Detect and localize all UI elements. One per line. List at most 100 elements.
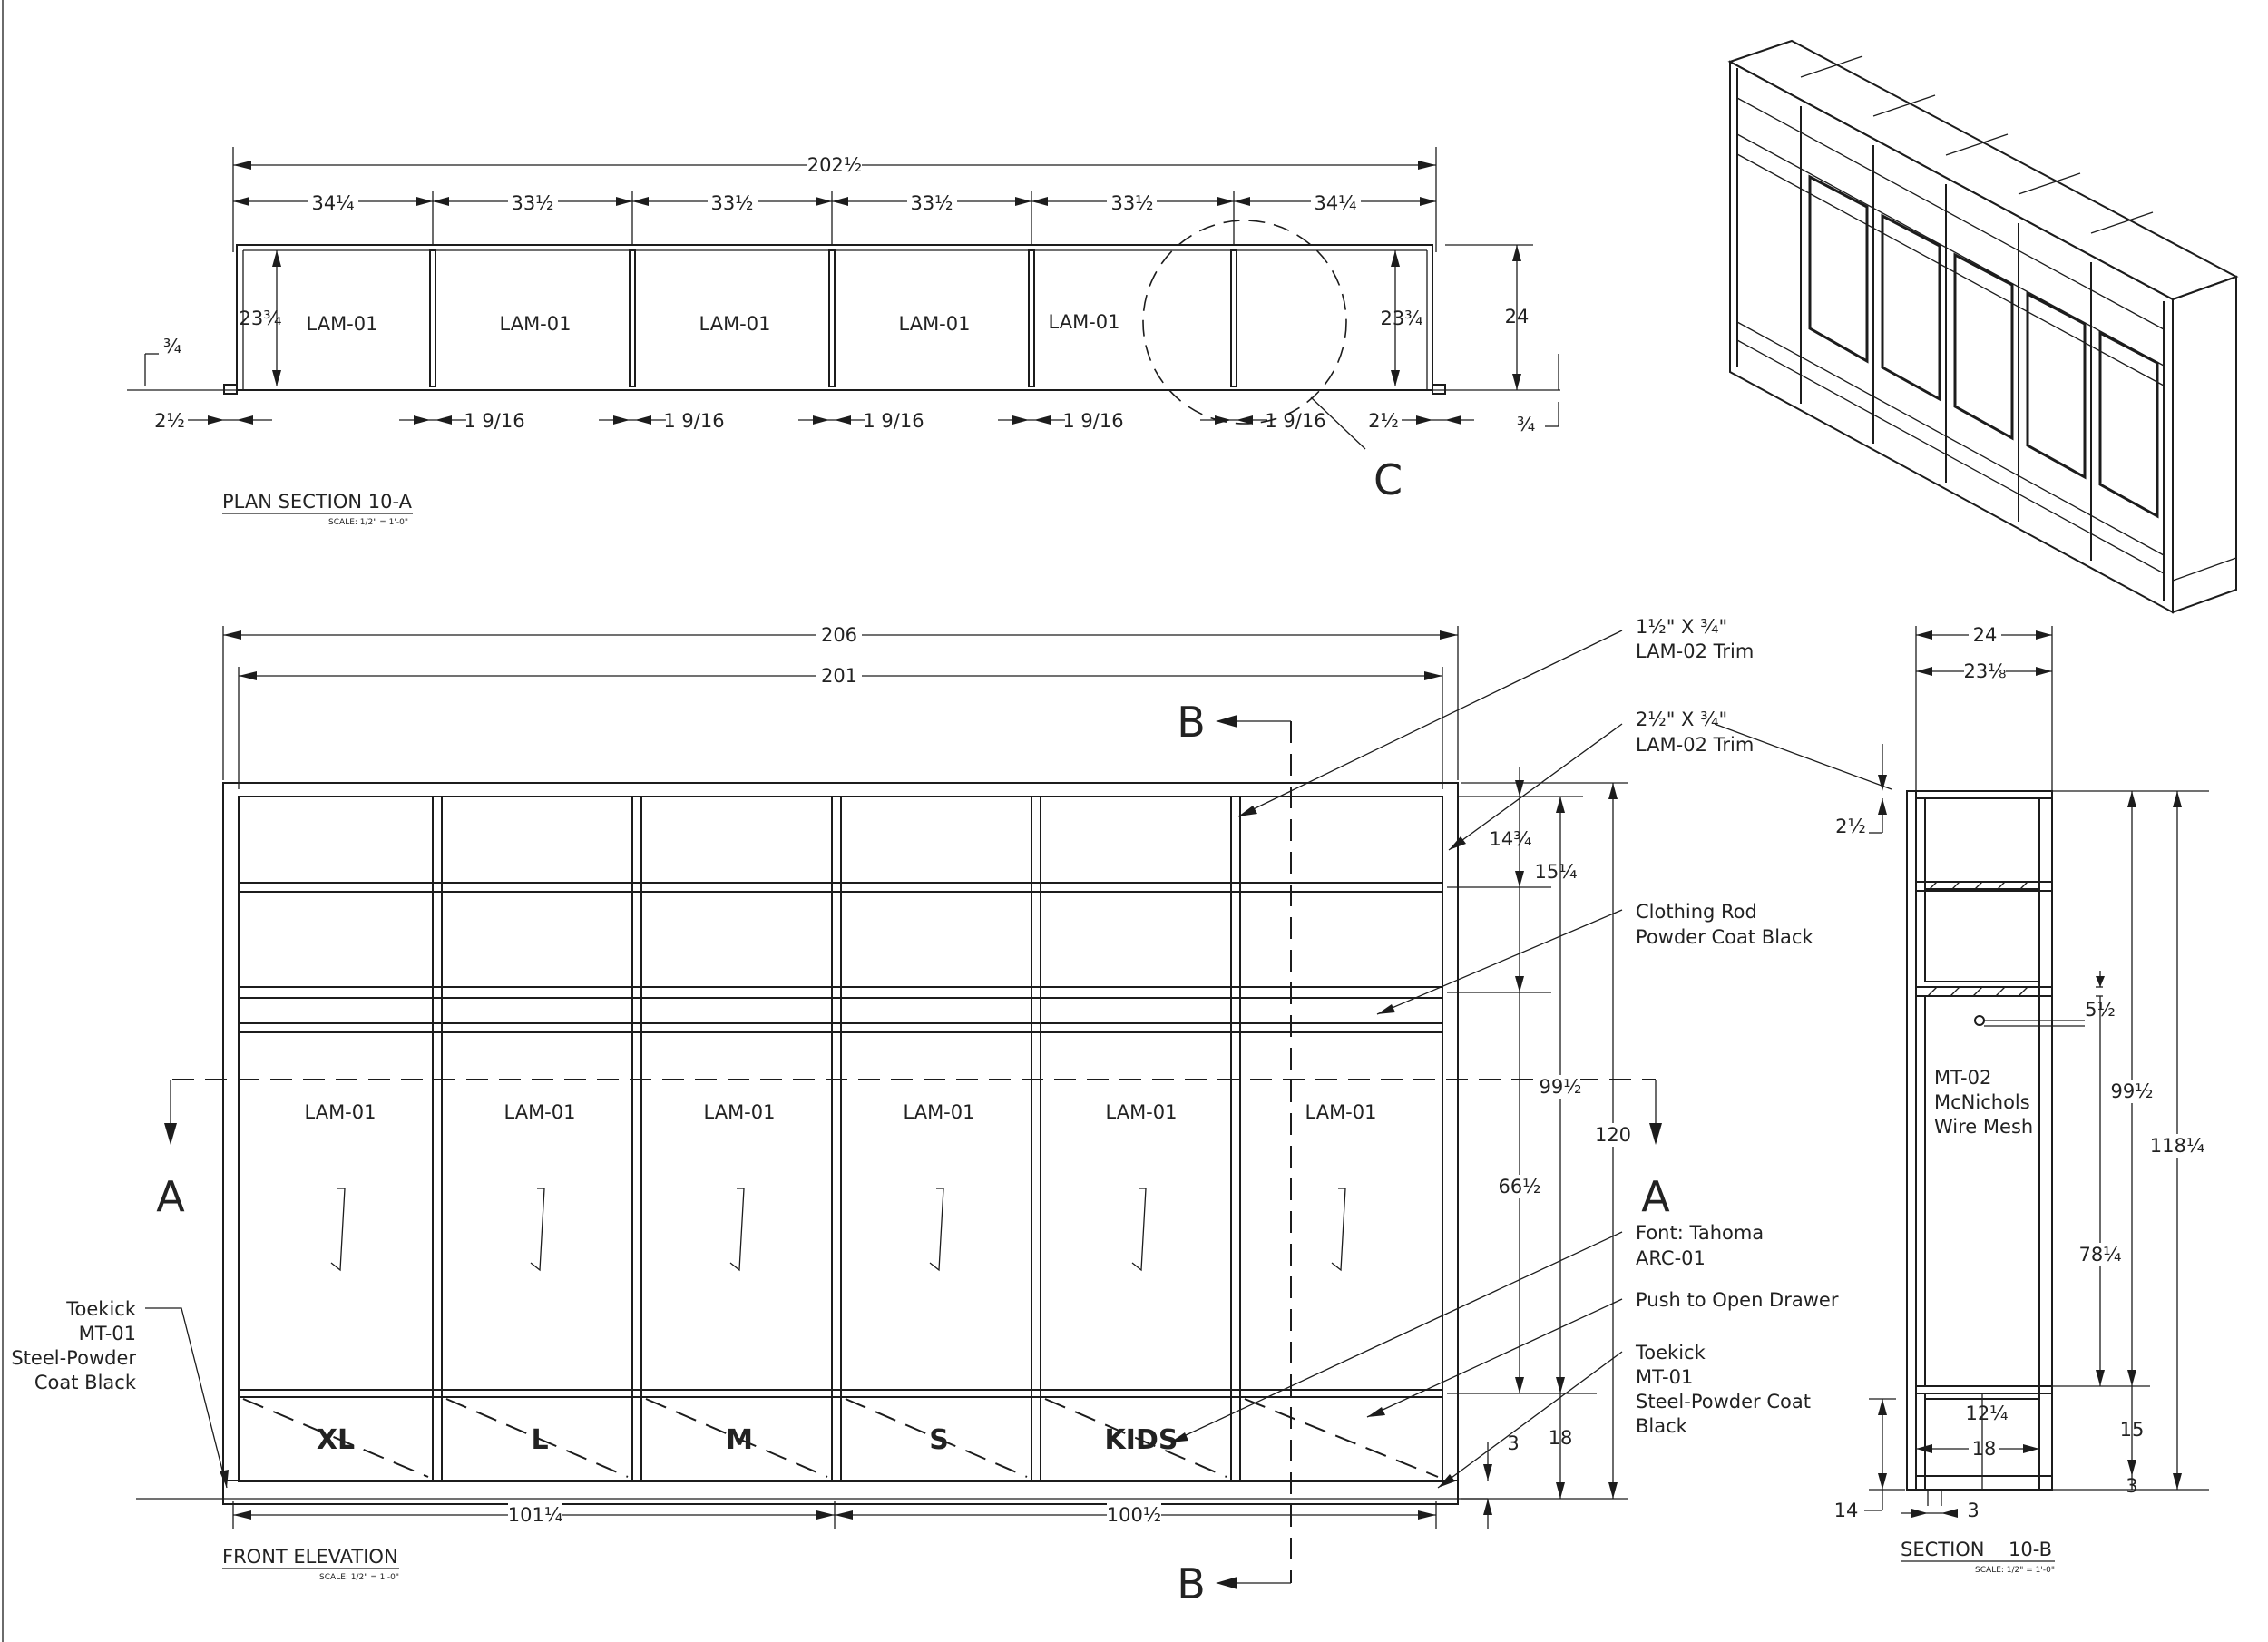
- plan-bay-label: LAM-01: [899, 313, 971, 335]
- drawer-label: L: [531, 1424, 548, 1456]
- plan-bay-label: LAM-01: [1049, 311, 1120, 333]
- sec-toe-h: 14: [1834, 1500, 1859, 1521]
- note-trim2-mat: LAM-02 Trim: [1636, 734, 1754, 756]
- dim-door-h: 66½: [1498, 1176, 1540, 1197]
- clothing-rod-circle: [1974, 1015, 1985, 1026]
- note-trim2-size: 2½" X ¾": [1636, 709, 1727, 730]
- note-toe-left: Coat Black: [34, 1372, 137, 1393]
- section-b-bottom: B: [1177, 1559, 1206, 1608]
- door-label: LAM-01: [1305, 1101, 1377, 1123]
- notes: 1½" X ¾" LAM-02 Trim 2½" X ¾" LAM-02 Tri…: [11, 616, 1892, 1489]
- plan-depth-left: 23¾: [239, 308, 281, 329]
- sec-drawer-h: 15: [2120, 1419, 2145, 1441]
- plan-panel-thk: 1 9/16: [1062, 410, 1123, 432]
- note-toe-right: Black: [1636, 1415, 1688, 1437]
- sec-width-inner: 23⅛: [1963, 660, 2006, 682]
- plan-title: PLAN SECTION 10-A: [222, 491, 413, 513]
- sec-title: SECTION: [1901, 1539, 1985, 1560]
- sec-mesh: MT-02: [1934, 1067, 1991, 1089]
- drawer-label: M: [726, 1424, 753, 1456]
- sec-toe-depth: 3: [1967, 1500, 1979, 1521]
- plan-trim-right: ¾: [1517, 414, 1535, 435]
- plan-depth-total: 24: [1505, 306, 1530, 327]
- drawer-diagonals: [242, 1398, 1439, 1478]
- sec-mesh: McNichols: [1934, 1091, 2030, 1113]
- dim-bottom-left: 101¼: [508, 1504, 562, 1526]
- plan-depth-right: 23¾: [1380, 308, 1422, 329]
- sec-mesh: Wire Mesh: [1934, 1116, 2033, 1138]
- door-label: LAM-01: [704, 1101, 776, 1123]
- plan-bay-dim: 34¼: [311, 192, 354, 214]
- sec-drawer-depth: 12¼: [1965, 1403, 2008, 1424]
- plan-trim-left: ¾: [163, 336, 181, 357]
- door-label: LAM-01: [305, 1101, 376, 1123]
- elev-overall-dim: 206: [821, 624, 857, 646]
- plan-bay-dim: 33½: [511, 192, 553, 214]
- plan-bay-label: LAM-01: [500, 313, 572, 335]
- dim-shelf2: 15¼: [1534, 861, 1577, 883]
- sec-title-num: 10-B: [2009, 1539, 2052, 1560]
- plan-panel-thk: 1 9/16: [464, 410, 524, 432]
- elev-title: FRONT ELEVATION: [222, 1546, 398, 1568]
- dim-total-h: 120: [1595, 1124, 1631, 1146]
- drawer-label: KIDS: [1105, 1424, 1178, 1456]
- elev-scale: SCALE: 1/2" = 1'-0": [319, 1573, 399, 1582]
- sec-total-h: 118¼: [2150, 1135, 2204, 1157]
- plan-partitions: [429, 249, 1237, 387]
- note-font: Font: Tahoma: [1636, 1222, 1764, 1244]
- plan-bay-dim: 33½: [1110, 192, 1153, 214]
- note-rod-finish: Powder Coat Black: [1636, 926, 1813, 948]
- dim-inner-h: 99½: [1539, 1076, 1581, 1098]
- door-label: LAM-01: [504, 1101, 576, 1123]
- note-trim1-size: 1½" X ¾": [1636, 616, 1727, 638]
- plan-right-edge: 2½: [1368, 410, 1399, 432]
- door-swing-marks: [330, 1188, 1346, 1272]
- drawer-label: S: [929, 1424, 949, 1456]
- plan-bay-ticks: [233, 191, 1436, 245]
- note-toe-left: Toekick: [65, 1298, 137, 1320]
- elev-inner-dim: 201: [821, 665, 857, 687]
- plan-overall-dim: 202½: [807, 154, 862, 176]
- detail-callout-circle: [1142, 220, 1347, 425]
- door-label: LAM-01: [1106, 1101, 1178, 1123]
- note-toe-left: MT-01: [79, 1323, 136, 1344]
- note-font-arc: ARC-01: [1636, 1247, 1706, 1269]
- note-trim1-mat: LAM-02 Trim: [1636, 640, 1754, 662]
- section-a-left: A: [156, 1172, 185, 1221]
- dim-top-shelf: 14¾: [1489, 828, 1531, 850]
- dim-bottom-right: 100½: [1107, 1504, 1161, 1526]
- note-rod: Clothing Rod: [1636, 901, 1757, 923]
- plan-scale: SCALE: 1/2" = 1'-0": [328, 518, 408, 527]
- plan-bay-dim: 33½: [910, 192, 953, 214]
- drawer-label: XL: [317, 1424, 355, 1456]
- note-toe-right: Steel-Powder Coat: [1636, 1391, 1811, 1412]
- plan-bay-dim: 33½: [710, 192, 753, 214]
- plan-bay-dim: 34¼: [1314, 192, 1356, 214]
- plan-panel-thk: 1 9/16: [863, 410, 924, 432]
- note-toe-right: Toekick: [1635, 1342, 1706, 1363]
- plan-panel-thk: 1 9/16: [663, 410, 724, 432]
- sec-door-h: 78¼: [2078, 1244, 2121, 1266]
- sec-inner-h: 99½: [2110, 1080, 2153, 1102]
- plan-section: 202½ 34¼ 33½ 33½ 33½ 33½ 34¼: [127, 147, 1560, 527]
- door-label: LAM-01: [904, 1101, 975, 1123]
- sec-top-trim: 2½: [1835, 816, 1866, 837]
- sec-scale: SCALE: 1/2" = 1'-0": [1975, 1566, 2055, 1575]
- dim-drawer-h: 18: [1549, 1427, 1573, 1449]
- front-elevation: 206 201 LAM-01 LAM-01 LAM-01 LAM-01: [136, 624, 1670, 1608]
- plan-bay-label: LAM-01: [307, 313, 378, 335]
- dim-toe: 3: [1507, 1432, 1519, 1454]
- plan-panel-thk: 1 9/16: [1265, 410, 1325, 432]
- sec-toe: 3: [2126, 1475, 2137, 1497]
- elev-partitions: [432, 796, 1241, 1481]
- isometric-view: [1727, 39, 2239, 614]
- section-10b: 24 23⅛ MT-02 McNi: [1834, 624, 2209, 1575]
- sec-drawer-w: 18: [1972, 1438, 1997, 1460]
- plan-bay-label: LAM-01: [699, 313, 771, 335]
- note-toe-left: Steel-Powder: [11, 1347, 136, 1369]
- note-push: Push to Open Drawer: [1636, 1289, 1839, 1311]
- sec-rod-dim: 5½: [2085, 999, 2116, 1021]
- note-toe-right: MT-01: [1636, 1366, 1693, 1388]
- section-a-right: A: [1641, 1172, 1670, 1221]
